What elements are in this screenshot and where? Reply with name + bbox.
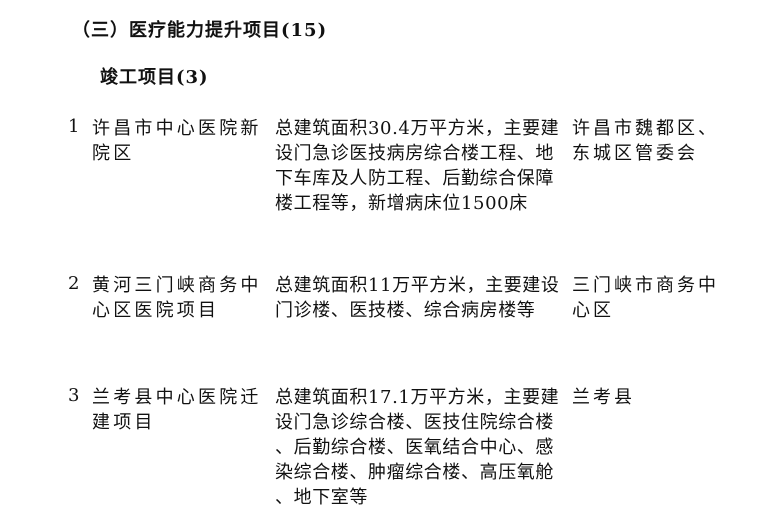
project-description-line: 下车库及人防工程、后勤综合保障 [275,168,554,189]
project-description-line: 总建筑面积30.4万平方米，主要建 [275,118,560,139]
project-location-line: 心区 [572,300,614,321]
project-name: 黄河三门峡商务中心区医院项目 [92,273,262,323]
project-description-line: 总建筑面积17.1万平方米，主要建 [275,387,560,408]
project-location-line: 东城区管委会 [572,143,698,164]
row-number: 3 [68,385,80,406]
project-description-line: 门诊楼、医技楼、综合病房楼等 [275,300,536,321]
project-name: 兰考县中心医院迁建项目 [92,385,262,435]
project-description-line: 楼工程等，新增病床位1500床 [275,193,528,214]
project-location-line: 三门峡市商务中 [572,275,719,296]
project-description-line: 、地下室等 [275,487,368,508]
project-location-line: 兰考县 [572,387,635,408]
project-location: 兰考县 [572,385,635,410]
project-name-line: 心区医院项目 [92,300,220,321]
project-location: 三门峡市商务中心区 [572,273,719,323]
subsection-heading: 竣工项目(3) [100,67,209,88]
project-description-line: 设门急诊医技病房综合楼工程、地 [275,143,554,164]
project-name-line: 建项目 [92,412,156,433]
section-heading: （三）医疗能力提升项目(15) [72,20,328,41]
project-name: 许昌市中心医院新院区 [92,116,262,166]
project-description: 总建筑面积30.4万平方米，主要建设门急诊医技病房综合楼工程、地下车库及人防工程… [275,116,559,216]
row-number: 2 [68,273,80,294]
row-number: 1 [68,116,80,137]
project-description-line: 设门急诊综合楼、医技住院综合楼 [275,412,554,433]
project-description: 总建筑面积11万平方米，主要建设门诊楼、医技楼、综合病房楼等 [275,273,560,323]
project-name-line: 许昌市中心医院新 [92,118,262,139]
project-location-line: 许昌市魏都区、 [572,118,719,139]
project-name-line: 兰考县中心医院迁 [92,387,262,408]
project-description-line: 、后勤综合楼、医氧结合中心、感 [275,437,554,458]
project-name-line: 黄河三门峡商务中 [92,275,262,296]
project-description: 总建筑面积17.1万平方米，主要建设门急诊综合楼、医技住院综合楼、后勤综合楼、医… [275,385,559,510]
project-name-line: 院区 [92,143,135,164]
project-location: 许昌市魏都区、东城区管委会 [572,116,719,166]
project-description-line: 总建筑面积11万平方米，主要建设 [275,275,560,296]
project-description-line: 染综合楼、肿瘤综合楼、高压氧舱 [275,462,554,483]
